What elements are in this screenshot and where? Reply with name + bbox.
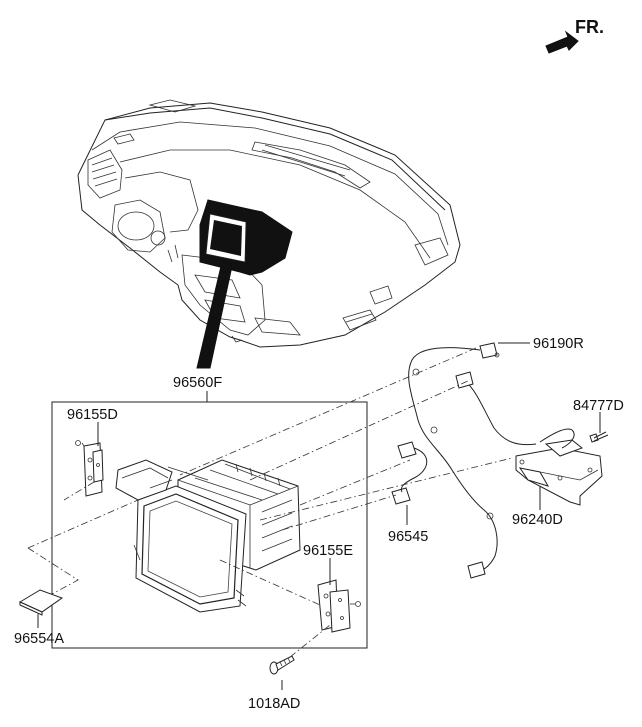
sd-card (18, 589, 64, 616)
screw (269, 655, 295, 675)
label-96190R: 96190R (533, 336, 584, 352)
label-96554A: 96554A (14, 631, 64, 647)
label-96155D: 96155D (67, 407, 118, 423)
label-84777D: 84777D (573, 398, 624, 414)
front-direction-indicator: FR. (545, 17, 604, 54)
leader-lines (37, 342, 601, 690)
part-labels: 96560F 96155D 96155E 96554A 1018AD 96545… (14, 336, 624, 712)
display-unit (115, 459, 301, 613)
bracket-right (317, 579, 361, 633)
front-label: FR. (575, 17, 604, 37)
label-96240D: 96240D (512, 512, 563, 528)
usb-cable (391, 441, 428, 505)
module-bracket-assembly (515, 428, 609, 506)
screw-small-right-icon (355, 601, 361, 607)
screw-small-left-icon (75, 440, 81, 446)
assembly-boundary (51, 401, 368, 649)
label-96545: 96545 (388, 529, 428, 545)
label-96155E: 96155E (303, 543, 353, 559)
wiring-harness (408, 342, 537, 579)
dashboard-illustration (77, 99, 461, 369)
assembly-guide-lines (27, 347, 513, 658)
bracket-left (75, 440, 104, 497)
label-96560F: 96560F (173, 375, 222, 391)
label-1018AD: 1018AD (248, 696, 300, 712)
front-arrow-icon (545, 30, 579, 54)
